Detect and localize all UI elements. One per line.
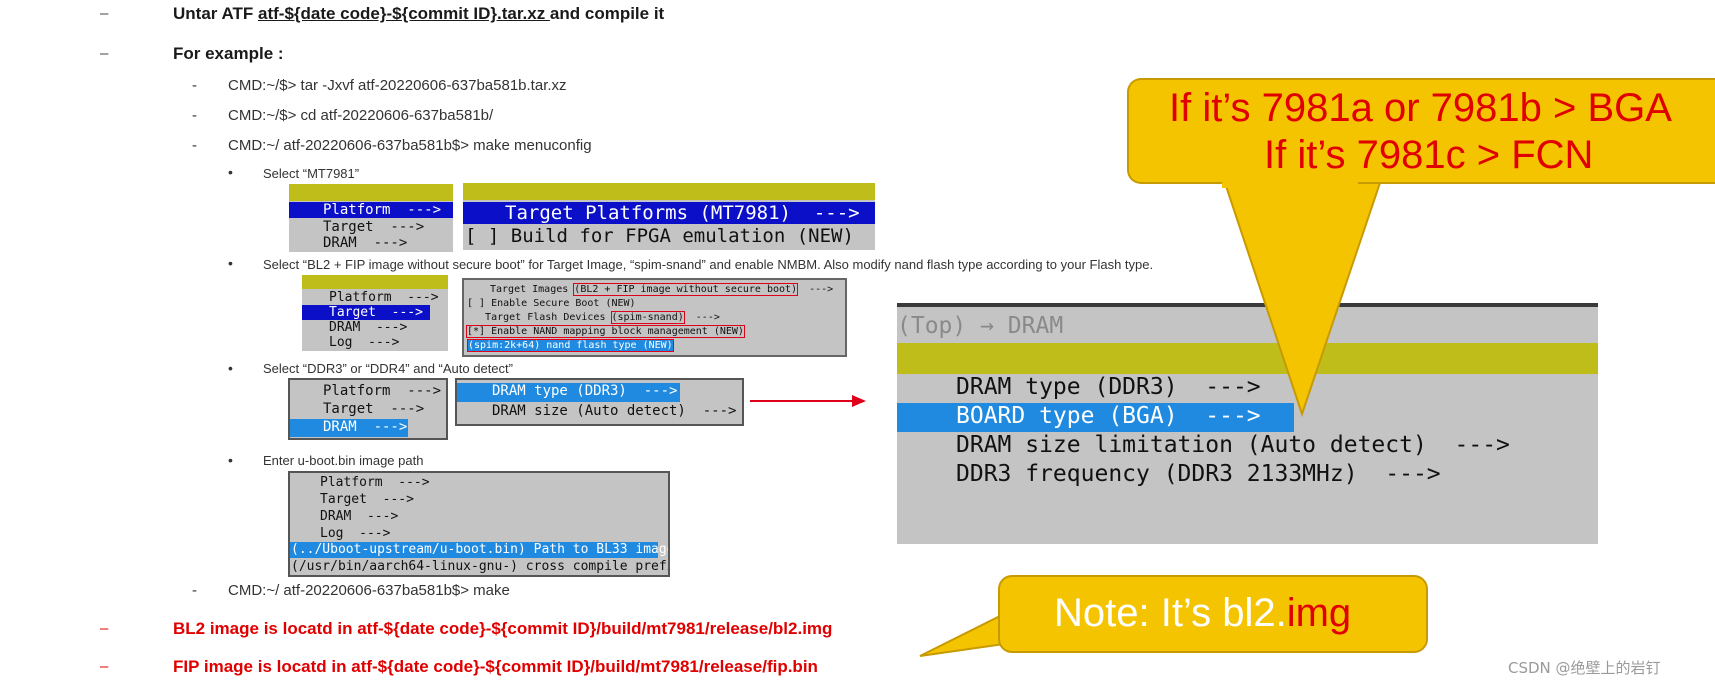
callout-note: Note: It’s bl2.img (998, 575, 1428, 653)
menu-item-dram: DRAM ---> (290, 419, 408, 437)
dram-menu-screenshot: (Top) → DRAM DRAM type (DDR3) ---> BOARD… (897, 303, 1598, 544)
menu-item-target: Target ---> (302, 305, 430, 320)
menu-item-dram: DRAM ---> (329, 320, 408, 335)
dash-marker: – (100, 658, 109, 675)
nmbm-row: [*] Enable NAND mapping block management… (464, 325, 845, 339)
menu-bl33-screenshot: Platform ---> Target ---> DRAM ---> Log … (288, 471, 670, 577)
bullet-select-ddr: Select “DDR3” or “DDR4” and “Auto detect… (263, 361, 513, 376)
menu-dram-type-screenshot: DRAM type (DDR3) ---> DRAM size (Auto de… (455, 378, 744, 426)
small-dash: - (192, 77, 197, 94)
bullet-dot: • (228, 164, 233, 180)
menu-item-dram: DRAM ---> (320, 509, 399, 524)
title-bar (463, 183, 875, 200)
small-dash: - (192, 582, 197, 599)
callout-pointer (1220, 167, 1387, 418)
menu-item-fpga-emulation: [ ] Build for FPGA emulation (NEW) (465, 225, 854, 247)
menu-item-target: Target ---> (323, 401, 425, 417)
menu-item-platform: Platform ---> (320, 475, 430, 490)
bullet-dot: • (228, 452, 233, 468)
bullet-dot: • (228, 360, 233, 376)
red-arrow-icon (750, 395, 866, 407)
note-suffix: img (1286, 591, 1352, 635)
example-heading: For example : (173, 44, 284, 63)
note-text: Note: It’s bl2.img (1054, 591, 1351, 636)
menu-item-target: Target ---> (323, 219, 425, 235)
menu-item-dram-type: DRAM type (DDR3) ---> (956, 374, 1261, 400)
untar-file: atf-${date code}-${commit ID}.tar.xz (258, 4, 550, 23)
dash-marker: – (100, 45, 109, 62)
cmd-make: CMD:~/ atf-20220606-637ba581b$> make (228, 582, 510, 599)
target-images-label: Target Images (490, 284, 575, 295)
flash-devices-arrow: ---> (683, 312, 720, 323)
untar-suffix: and compile it (549, 4, 665, 23)
nmbm-value: [*] Enable NAND mapping block management… (466, 325, 745, 338)
title-bar (302, 275, 448, 289)
menu-item-platform: Platform ---> (329, 290, 439, 305)
fip-location: FIP image is locatd in atf-${date code}-… (173, 657, 818, 676)
target-images-arrow: ---> (797, 284, 834, 295)
dash-marker: – (100, 620, 109, 637)
cmd-menuconfig: CMD:~/ atf-20220606-637ba581b$> make men… (228, 137, 592, 154)
cmd-untar: CMD:~/$> tar -Jxvf atf-20220606-637ba581… (228, 77, 567, 94)
watermark: CSDN @绝壁上的岩钉 (1508, 659, 1661, 677)
menu-item-log: Log ---> (320, 526, 391, 541)
menu-target-images-screenshot: Target Images (BL2 + FIP image without s… (462, 278, 847, 357)
untar-step: Untar ATF atf-${date code}-${commit ID}.… (173, 4, 664, 24)
menu-item-cross-compile: (/usr/bin/aarch64-linux-gnu-) cross comp… (291, 559, 670, 574)
menu-dram-screenshot: Platform ---> Target ---> DRAM ---> (288, 378, 448, 440)
bullet-uboot-path: Enter u-boot.bin image path (263, 453, 424, 468)
menu-item-platform: Platform ---> (323, 383, 442, 399)
menu-item-target-platforms: Target Platforms (MT7981) ---> (463, 202, 875, 224)
callout-board-type: If it’s 7981a or 7981b > BGA If it’s 798… (1127, 78, 1715, 184)
flash-devices-label: Target Flash Devices (467, 312, 612, 323)
bullet-select-mt7981: Select “MT7981” (263, 166, 360, 181)
small-dash: - (192, 107, 197, 124)
menu-item-dram: DRAM ---> (323, 235, 408, 251)
menu-item-target: Target ---> (320, 492, 414, 507)
small-dash: - (192, 137, 197, 154)
menu-item-dram-type: DRAM type (DDR3) ---> (457, 383, 680, 402)
menu-item-dram-size-limitation: DRAM size limitation (Auto detect) ---> (956, 432, 1510, 458)
menu-item-board-type: BOARD type (BGA) ---> (897, 403, 1294, 432)
callout-line-fcn: If it’s 7981c > FCN (1264, 133, 1594, 177)
flash-devices-value: (spim-snand) (610, 311, 685, 324)
untar-prefix: Untar ATF (173, 4, 258, 23)
menu-target-platforms-screenshot: Target Platforms (MT7981) ---> [ ] Build… (463, 183, 875, 250)
menu-item-dram-size: DRAM size (Auto detect) ---> (492, 403, 737, 419)
menu-item-ddr3-frequency: DDR3 frequency (DDR3 2133MHz) ---> (956, 461, 1441, 487)
dash-marker: – (100, 5, 109, 22)
title-bar (897, 343, 1598, 374)
target-images-value: (BL2 + FIP image without secure boot) (573, 283, 799, 296)
callout-line-bga: If it’s 7981a or 7981b > BGA (1169, 86, 1672, 130)
nand-type-value: (spim:2k+64) nand flash type (NEW) (467, 339, 674, 352)
title-bar (289, 184, 453, 201)
menu-item-log: Log ---> (329, 335, 400, 350)
target-images-row: Target Images (BL2 + FIP image without s… (464, 283, 845, 297)
flash-devices-row: Target Flash Devices (spim-snand) ---> (464, 311, 845, 325)
bullet-dot: • (228, 255, 233, 271)
menu-target-screenshot: Platform ---> Target ---> DRAM ---> Log … (302, 275, 448, 351)
menu-item-bl33-path: (../Uboot-upstream/u-boot.bin) Path to B… (290, 542, 670, 558)
bullet-select-bl2-fip: Select “BL2 + FIP image without secure b… (263, 257, 1154, 272)
callout-pointer-join (1222, 176, 1358, 188)
menu-platform-screenshot: Platform ---> Target ---> DRAM ---> (289, 184, 453, 252)
menu-breadcrumb: (Top) → DRAM (897, 313, 1064, 339)
bl2-location: BL2 image is locatd in atf-${date code}-… (173, 619, 833, 638)
cmd-cd: CMD:~/$> cd atf-20220606-637ba581b/ (228, 107, 494, 124)
menu-item-platform: Platform ---> (289, 202, 453, 218)
secure-boot-row: [ ] Enable Secure Boot (NEW) (467, 298, 636, 309)
note-pointer (919, 612, 1005, 657)
nand-type-row: (spim:2k+64) nand flash type (NEW) (464, 339, 845, 353)
note-prefix: Note: It’s bl2. (1054, 591, 1287, 635)
